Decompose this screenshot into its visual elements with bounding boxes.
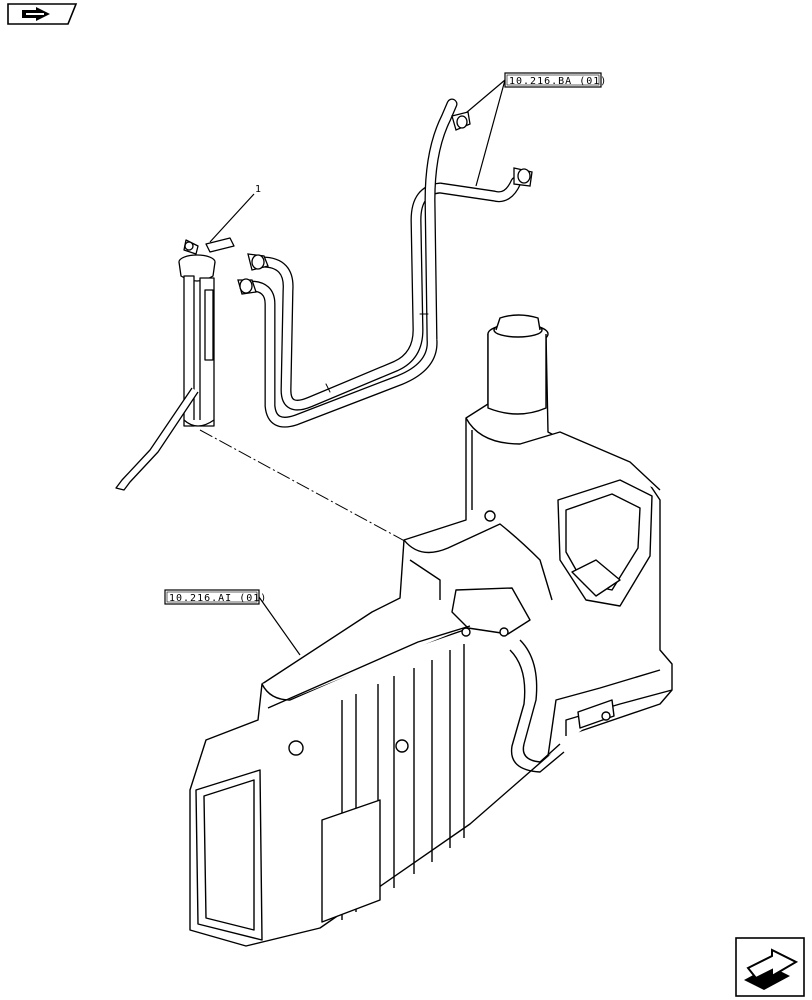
line-fittings xyxy=(237,111,533,295)
next-page-icon[interactable] xyxy=(735,937,805,997)
back-arrow-icon[interactable] xyxy=(7,3,78,25)
reference-callout-ai[interactable]: 10.216.AI (01) xyxy=(164,589,267,605)
part-number-label: 1 xyxy=(255,184,261,195)
reference-code-ba: 10.216.BA (01) xyxy=(509,76,607,87)
reference-callout-ba[interactable]: 10.216.BA (01) xyxy=(504,72,607,88)
reference-code-ai: 10.216.AI (01) xyxy=(169,593,267,604)
leader-line-ai xyxy=(258,596,301,656)
leader-line-part-1 xyxy=(209,193,255,243)
fuel-sender-unit xyxy=(115,237,235,491)
leader-line-ba xyxy=(459,79,506,187)
fuel-tank xyxy=(189,314,673,947)
fuel-lines xyxy=(244,98,522,428)
